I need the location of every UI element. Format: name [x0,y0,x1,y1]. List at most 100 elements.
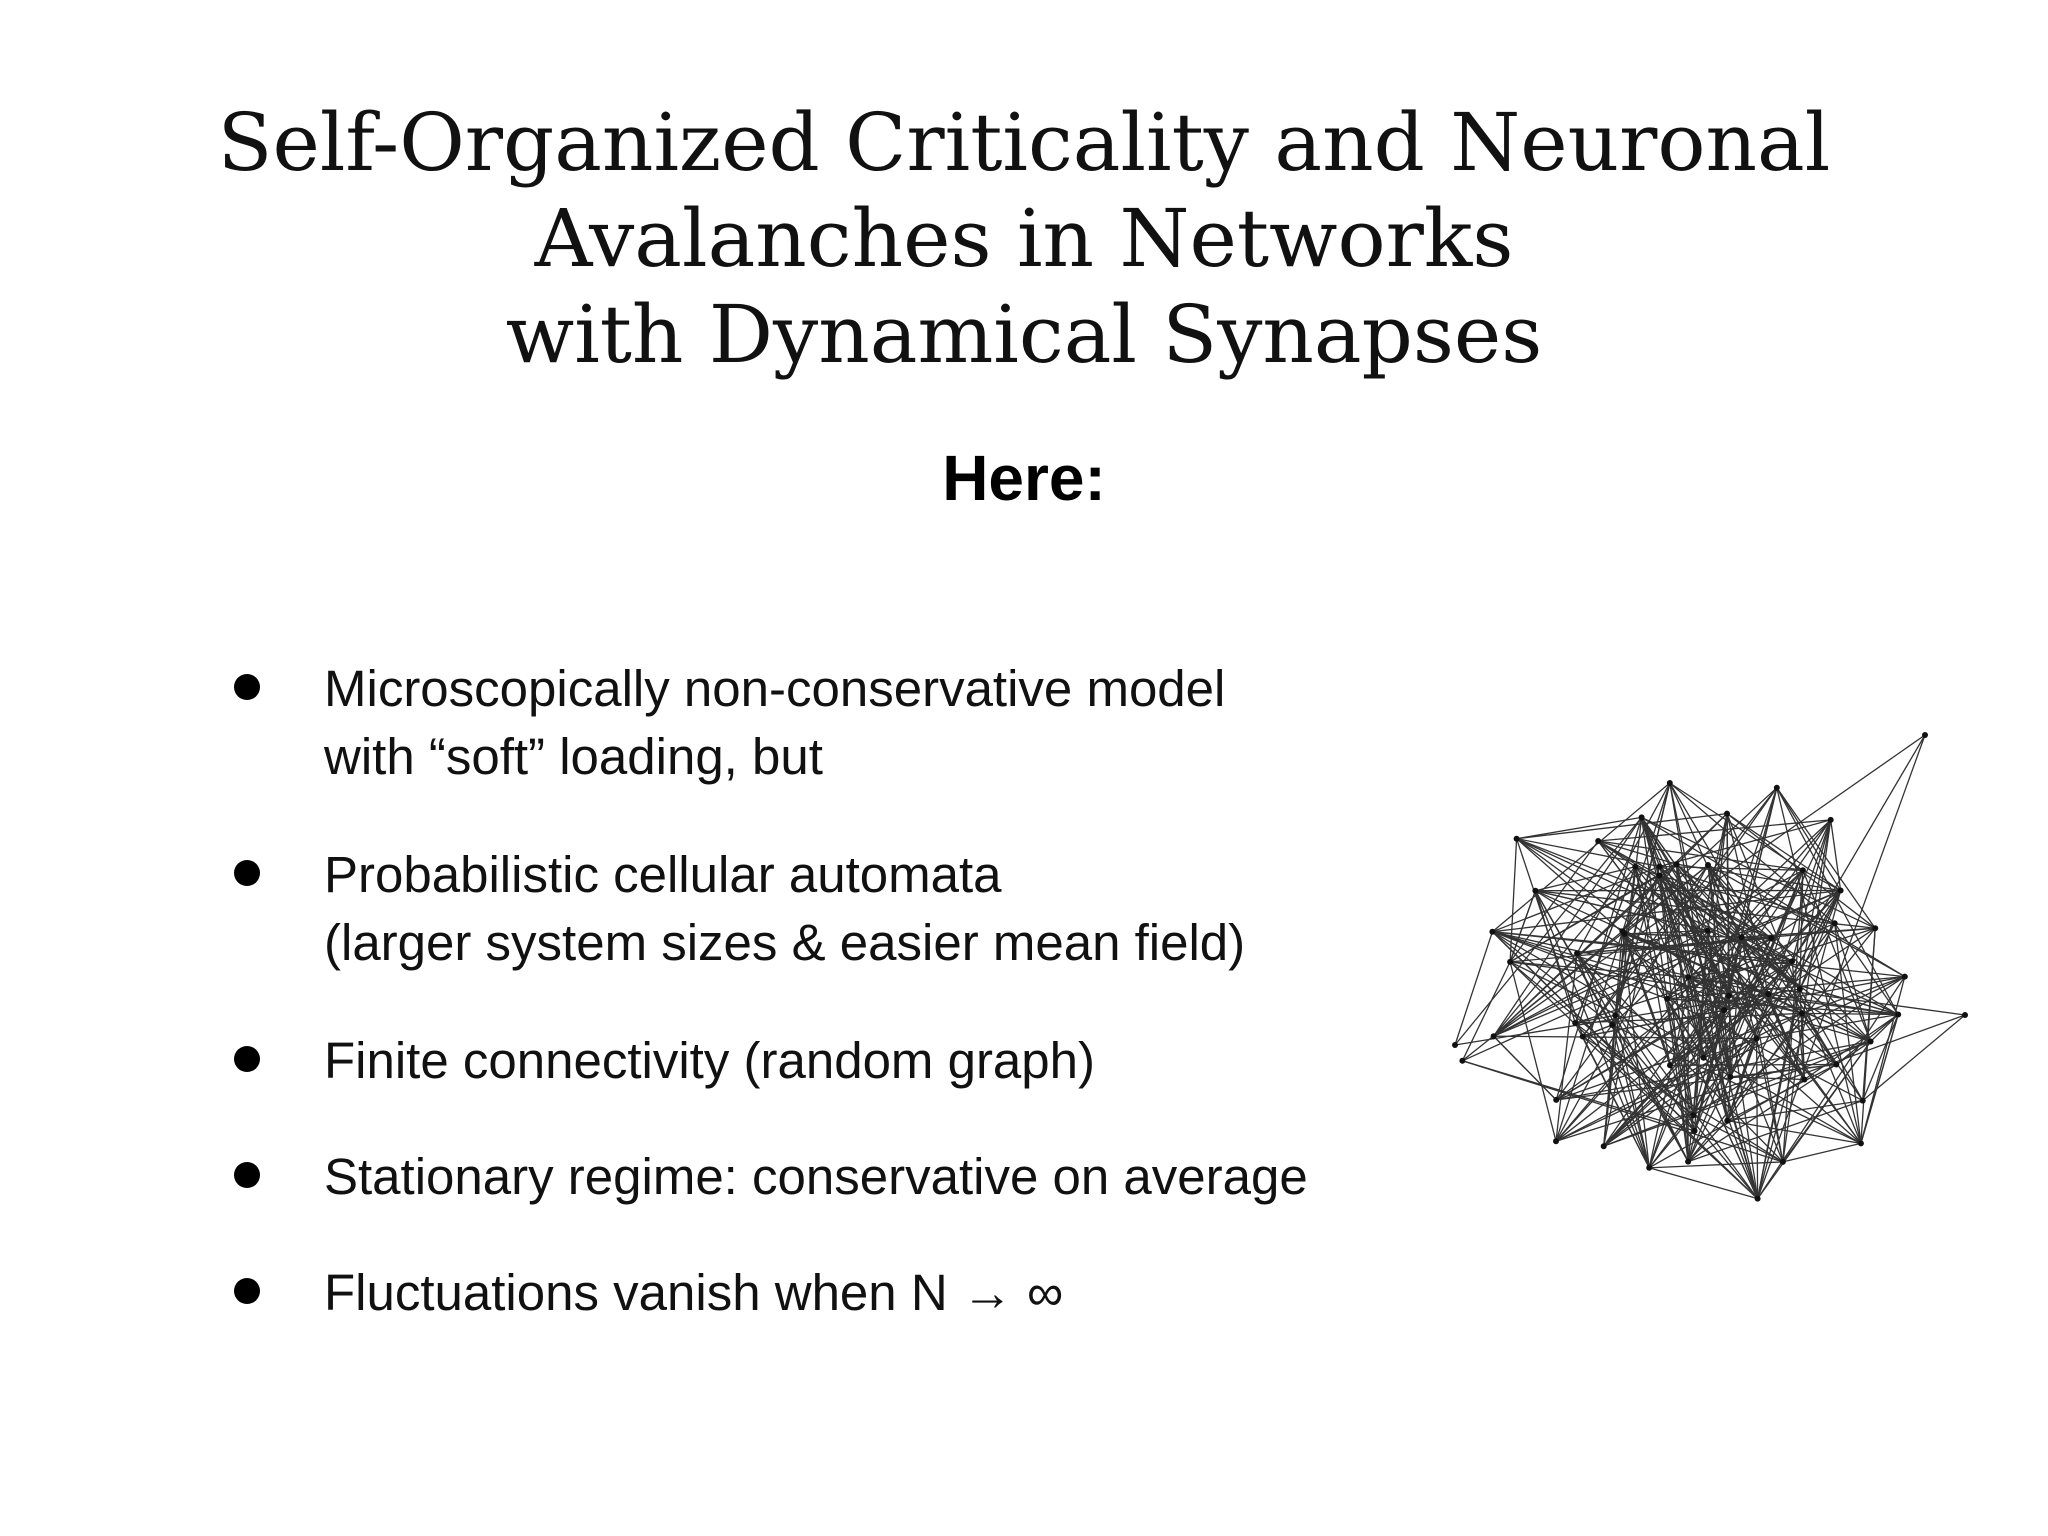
graph-node [1738,934,1745,941]
bullet-text-line: Fluctuations vanish when N → ∞ [324,1264,1064,1321]
graph-node [1666,780,1673,786]
graph-edge [1830,819,1842,891]
graph-edge [1576,782,1671,954]
graph-edge [1726,1013,1803,1121]
graph-node [1572,1020,1579,1026]
graph-edge [1597,840,1772,939]
bullet-text-line: with “soft” loading, but [324,728,823,785]
graph-edge [1509,890,1537,963]
bullet-dot-icon [234,1162,260,1188]
graph-edge [1741,869,1804,938]
graph-edge [1634,866,1801,990]
graph-edge [1801,1012,1899,1016]
graph-edge [1624,864,1709,935]
graph-edge [1692,1114,1784,1163]
graph-edge [1534,890,1613,1026]
graph-node [1768,935,1775,942]
graph-edge [1687,1120,1728,1163]
graph-edge [1611,866,1661,1026]
graph-edge [1597,840,1636,868]
graph-edge [1509,961,1704,1059]
title-line-2: Avalanches in Networks [534,192,1514,285]
graph-edge [1603,1009,1725,1147]
graph-edge [1791,734,1926,962]
bullet-dot-icon [234,1046,260,1072]
graph-edge [1598,819,1831,842]
graph-edge [1740,937,1784,1163]
graph-edge [1461,961,1511,1062]
graph-edge [1726,813,1730,996]
graph-node [1962,1012,1968,1018]
graph-edge [1676,863,1743,938]
slide-subtitle: Here: [942,442,1106,514]
bullet-list: Microscopically non-conservative model w… [230,655,1460,1327]
graph-edge [1727,1119,1862,1145]
graph-node [1532,887,1539,894]
graph-edge [1728,937,1743,996]
graph-node [1801,1076,1808,1083]
graph-edge [1776,787,1842,891]
title-line-3: with Dynamical Synapses [505,288,1543,381]
graph-edge [1649,1161,1783,1169]
graph-edge [1574,1022,1650,1169]
graph-node [1753,1035,1760,1042]
graph-node [1490,1033,1497,1040]
graph-edge [1669,782,1836,924]
graph-edge [1509,838,1518,962]
graph-node [1922,732,1928,738]
graph-edge [1492,931,1668,1000]
graph-node [1773,784,1780,791]
graph-edge [1687,977,1728,1121]
graph-edge [1621,930,1731,1078]
graph-edge [1491,782,1671,933]
graph-edge [1516,816,1642,840]
graph-edge [1729,870,1804,1078]
graph-edge [1756,890,1842,1199]
bullet-text-line: Probabilistic cellular automata [324,846,1002,903]
graph-edge [1726,813,1769,995]
graph-edge [1707,864,1872,1042]
graph-edge [1802,869,1841,892]
random-graph-network-icon [1452,732,1968,1202]
graph-edge [1493,866,1636,1037]
graph-edge [1727,1099,1863,1122]
graph-node [1833,1061,1840,1068]
graph-edge [1669,1063,1837,1066]
graph-node [1685,974,1692,981]
graph-node [1667,1062,1673,1069]
graph-node [1664,995,1671,1002]
graph-node [1553,1096,1560,1103]
graph-edge [1676,863,1801,990]
slide-title: Self-Organized Criticality and Neuronal … [0,95,2048,383]
bullet-item: Stationary regime: conservative on avera… [230,1143,1460,1211]
graph-edge [1492,931,1613,1026]
graph-node [1725,992,1732,999]
graph-node [1619,928,1626,935]
graph-edge [1611,1024,1650,1168]
graph-edge [1741,936,1793,962]
graph-edge [1555,817,1643,1101]
graph-edge [1462,1060,1695,1132]
graph-node [1656,863,1663,870]
graph-edge [1756,1013,1899,1040]
graph-edge [1492,931,1725,1011]
graph-edge [1707,930,1758,1039]
graph-edge [1493,1035,1557,1101]
bullet-dot-icon [234,674,260,700]
bullet-item: Finite connectivity (random graph) [230,1027,1460,1095]
graph-edge [1676,863,1772,939]
graph-edge [1666,998,1705,1059]
bullet-item: Fluctuations vanish when N → ∞ [230,1259,1460,1327]
graph-edge [1493,863,1678,1037]
graph-edge [1782,1142,1862,1163]
graph-node [1646,1164,1653,1171]
graph-node [1452,1042,1458,1048]
graph-edge [1509,961,1557,1142]
graph-node [1638,814,1645,821]
graph-edge [1603,1015,1616,1147]
graph-edge [1659,865,1803,871]
graph-edge [1454,816,1643,1046]
graph-node [1705,862,1711,868]
graph-edge [1582,1036,1759,1200]
graph-edge [1692,976,1906,1116]
